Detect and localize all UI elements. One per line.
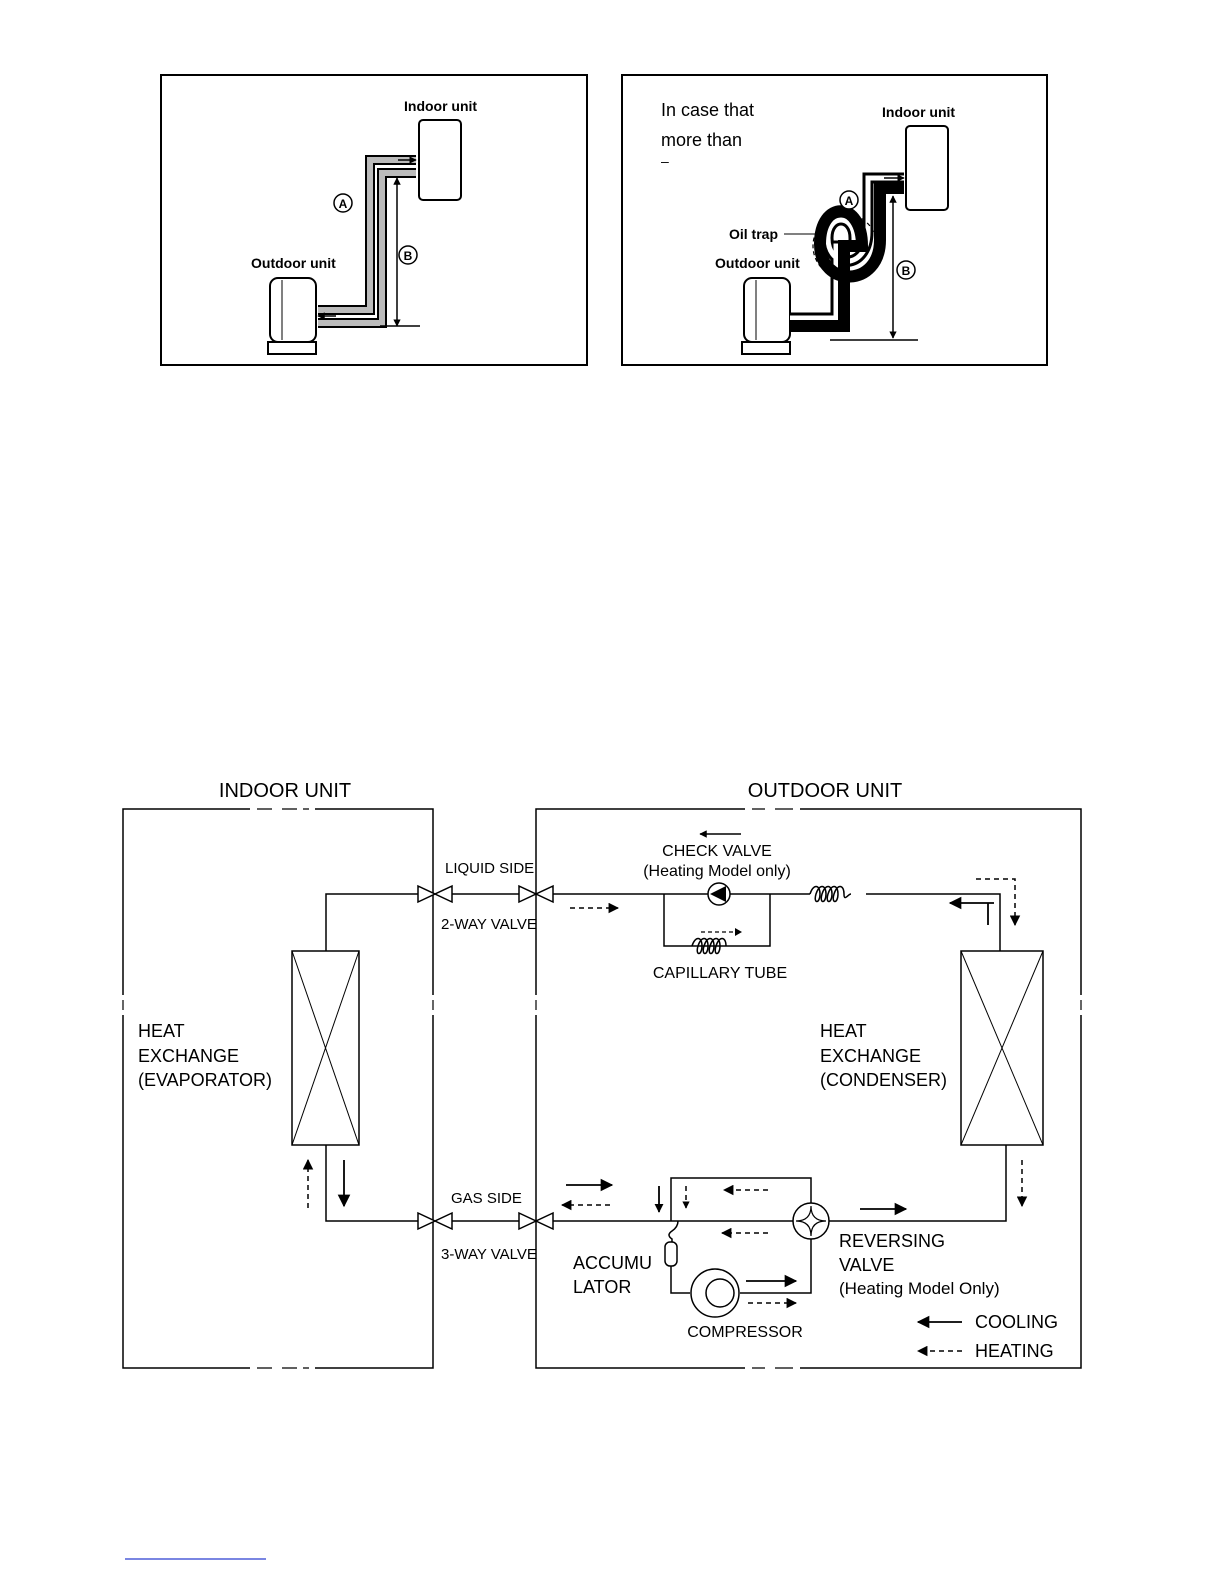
outdoor-unit-box <box>535 808 1082 1369</box>
legend-cooling-label: COOLING <box>975 1312 1058 1332</box>
oil-trap-label: Oil trap <box>729 226 778 242</box>
evaporator-label-3: (EVAPORATOR) <box>138 1070 272 1090</box>
reversing-valve-label-3: (Heating Model Only) <box>839 1279 1000 1298</box>
condenser-label-1: HEAT <box>820 1021 867 1041</box>
note-line-1: In case that <box>661 100 754 120</box>
condenser-label-3: (CONDENSER) <box>820 1070 947 1090</box>
accumulator-label-1: ACCUMU <box>573 1253 652 1273</box>
capillary-tube-label: CAPILLARY TUBE <box>653 965 787 982</box>
condenser-label-2: EXCHANGE <box>820 1046 921 1066</box>
install-panel-right: In case that more than – Indoor unit Oil… <box>621 74 1048 366</box>
compressor-label: COMPRESSOR <box>687 1324 803 1341</box>
check-valve-label: CHECK VALVE <box>662 843 772 860</box>
outdoor-unit-label: Outdoor unit <box>715 255 800 271</box>
oil-trap-circle <box>812 213 878 279</box>
indoor-unit-title: INDOOR UNIT <box>219 780 351 802</box>
capillary-tube-icon <box>691 937 727 955</box>
indoor-unit-box <box>122 808 434 1369</box>
heating-flow-arrows <box>302 878 1028 1309</box>
check-valve-note: (Heating Model only) <box>643 863 791 880</box>
indoor-unit-icon <box>418 119 462 201</box>
refrigerant-piping <box>790 172 905 332</box>
note-line-3: – <box>661 153 669 169</box>
install-panel-left: Indoor unit Outdoor unit A B <box>160 74 588 366</box>
marker-b-circle <box>398 245 418 265</box>
indoor-unit-icon <box>905 125 949 211</box>
expansion-coil-icon <box>809 885 852 903</box>
outdoor-unit-icon <box>741 277 791 355</box>
capillary-heating-arrowhead <box>735 928 742 936</box>
check-valve-icon <box>707 882 731 906</box>
panel-frame <box>160 74 588 366</box>
three-way-valve-indoor <box>417 1211 453 1231</box>
compressor-icon <box>690 1268 740 1318</box>
height-dimension <box>380 177 420 327</box>
three-way-valve-label: 3-WAY VALVE <box>441 1246 537 1263</box>
two-way-valve-label: 2-WAY VALVE <box>441 916 537 933</box>
marker-a: A <box>845 194 854 208</box>
indoor-unit-label: Indoor unit <box>882 104 955 120</box>
reversing-valve-label-2: VALVE <box>839 1255 894 1275</box>
cooling-flow-arrows <box>337 896 994 1288</box>
marker-b: B <box>404 249 413 263</box>
liquid-side-label: LIQUID SIDE <box>445 860 534 877</box>
outdoor-unit-label: Outdoor unit <box>251 255 336 271</box>
panel-frame <box>621 74 1048 366</box>
evaporator-label-1: HEAT <box>138 1021 185 1041</box>
marker-a: A <box>339 197 348 211</box>
refrigerant-piping <box>317 155 417 328</box>
three-way-valve-outdoor <box>518 1211 554 1231</box>
indoor-unit-label: Indoor unit <box>404 98 477 114</box>
height-dimension <box>830 195 918 341</box>
refrigerant-cycle-diagram: INDOOR UNIT OUTDOOR UNIT H <box>122 780 1082 1369</box>
two-way-valve-outdoor <box>518 884 554 904</box>
note-line-2: more than <box>661 130 742 150</box>
outdoor-unit-title: OUTDOOR UNIT <box>748 780 902 802</box>
cycle-piping <box>325 893 1007 1294</box>
accumulator-label-2: LATOR <box>573 1277 631 1297</box>
marker-b: B <box>902 264 911 278</box>
marker-b-circle <box>896 260 916 280</box>
evaporator-label-2: EXCHANGE <box>138 1046 239 1066</box>
marker-a-circle <box>333 193 353 213</box>
reversing-valve-label-1: REVERSING <box>839 1231 945 1251</box>
legend-heating-label: HEATING <box>975 1341 1054 1361</box>
gas-side-label: GAS SIDE <box>451 1190 522 1207</box>
two-way-valve-indoor <box>417 884 453 904</box>
accumulator-icon <box>664 1241 678 1267</box>
flow-legend: COOLING HEATING <box>916 1312 1058 1361</box>
condenser-coil <box>960 950 1044 1146</box>
outdoor-unit-icon <box>267 277 317 355</box>
marker-a-circle <box>839 190 859 210</box>
reversing-valve-icon <box>792 1202 830 1240</box>
evaporator-coil <box>291 950 360 1146</box>
